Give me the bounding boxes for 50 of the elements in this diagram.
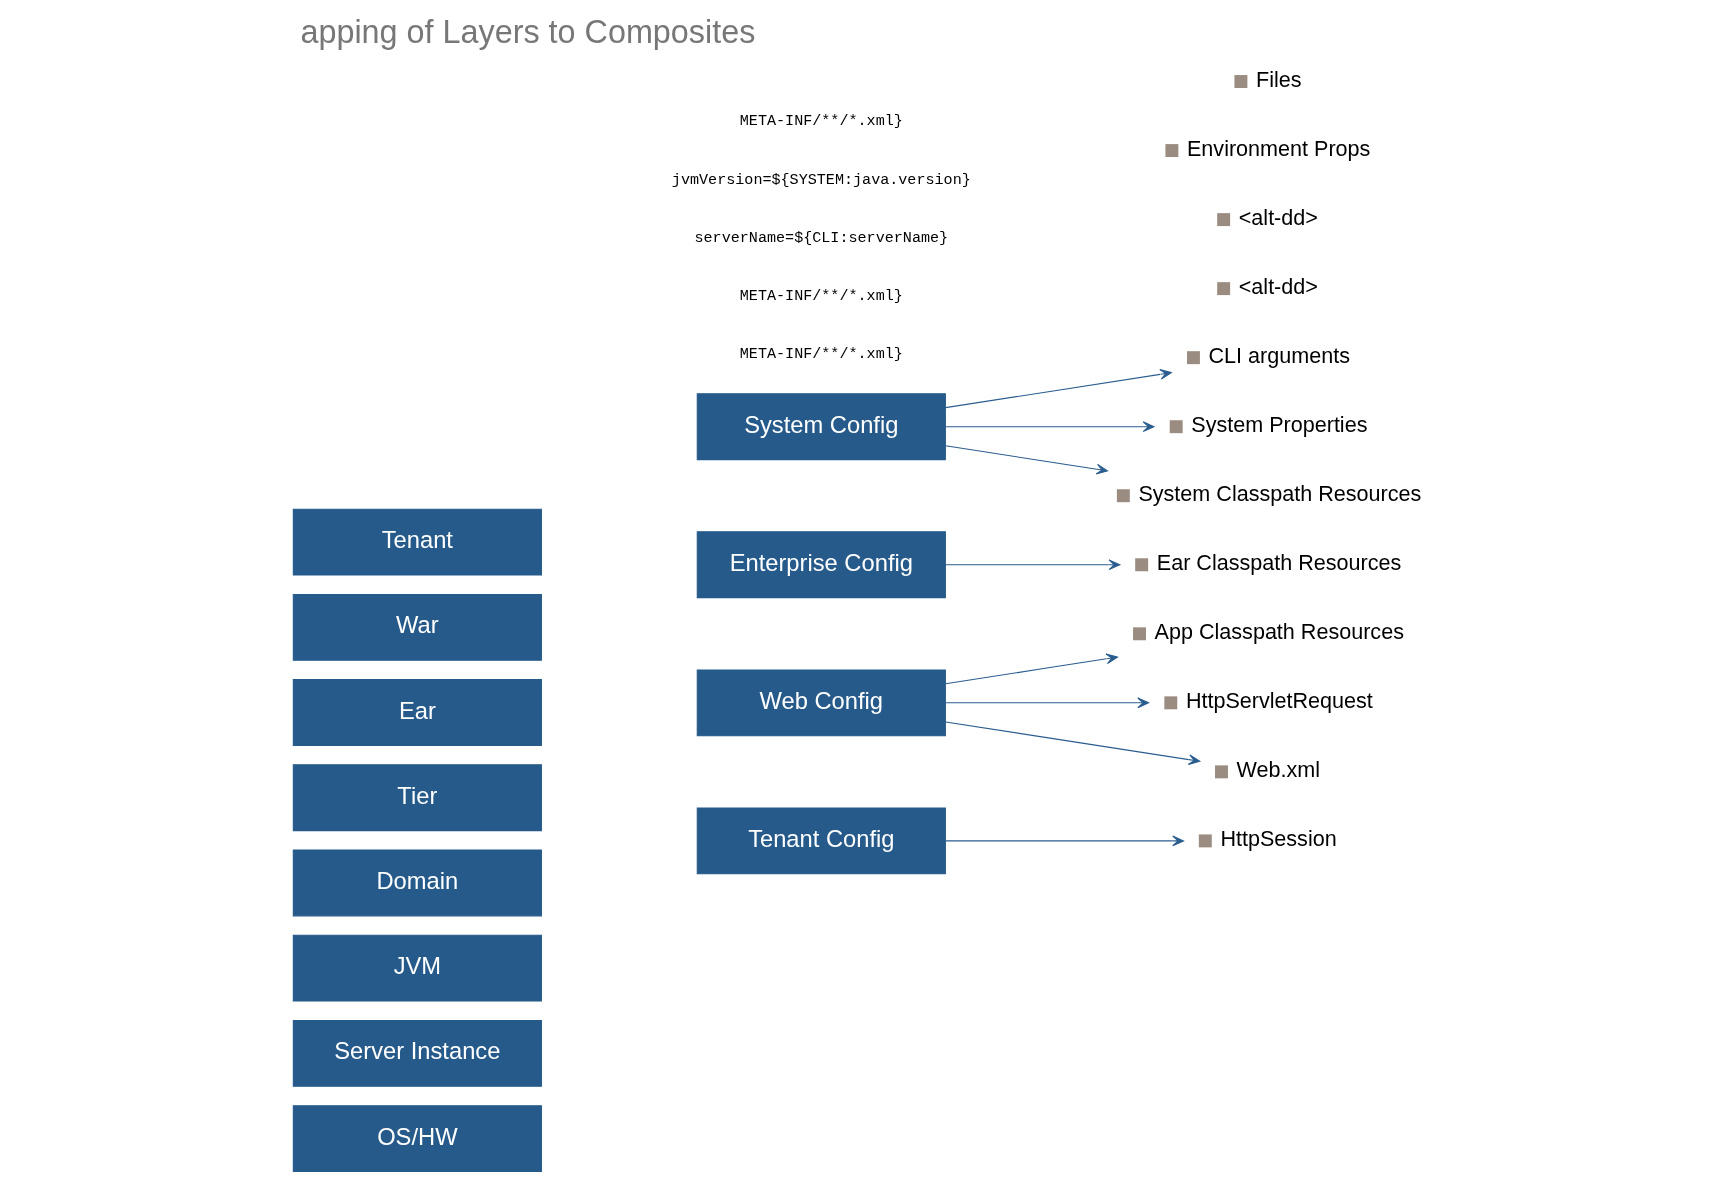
node-box [1169,420,1183,434]
label: jvmVersion=${SYSTEM:java.version} [671,170,971,189]
node-box [1116,489,1130,503]
node-label: System Classpath Resources [1137,481,1421,507]
diagram-title: apping of Layers to Composites [299,13,755,50]
node-box: Tenant Config [696,807,946,875]
node-label: App Classpath Resources [1154,619,1404,645]
node-box [1163,696,1177,710]
node-label: Ear Classpath Resources [1156,550,1401,576]
node-box [1214,765,1228,779]
label: serverName=${CLI:serverName} [694,228,948,247]
arrow [944,368,1172,409]
label: META-INF/**/*.xml} [739,345,903,364]
node-box [1164,144,1178,158]
node-box: Domain [292,849,542,917]
node-label: <alt-dd> [1238,204,1318,230]
arrow [944,653,1118,685]
arrow [944,559,1120,571]
node-box: System Config [696,393,946,461]
label: META-INF/**/*.xml} [739,287,903,306]
node-box [1233,75,1247,88]
node-box: Tenant [292,508,542,576]
node-label: CLI arguments [1208,343,1350,369]
node-box [1132,627,1146,641]
arrow [944,445,1108,475]
label: META-INF/**/*.xml} [739,112,903,131]
node-label: Files [1255,66,1302,92]
node-box: OS/HW [292,1105,542,1173]
node-label: <alt-dd> [1238,274,1318,300]
node-box: JVM [292,934,542,1002]
node-box [1198,834,1212,848]
node-box: Server Instance [292,1019,542,1087]
node-box [1216,282,1230,296]
node-label: Web.xml [1236,757,1320,783]
node-label: Environment Props [1186,135,1370,161]
node-label: HttpSession [1219,826,1337,852]
arrow [944,421,1154,433]
node-box: Enterprise Config [696,531,946,599]
arrow [944,697,1149,709]
node-box: War [292,593,542,661]
node-box: Tier [292,764,542,832]
node-box [1186,351,1200,365]
node-label: HttpServletRequest [1185,688,1373,714]
node-label: System Properties [1190,412,1367,438]
node-box: Web Config [696,669,946,737]
node-box [1216,213,1230,227]
arrow [944,721,1200,765]
arrow [944,835,1184,847]
node-box [1134,558,1148,572]
node-box: Ear [292,679,542,746]
